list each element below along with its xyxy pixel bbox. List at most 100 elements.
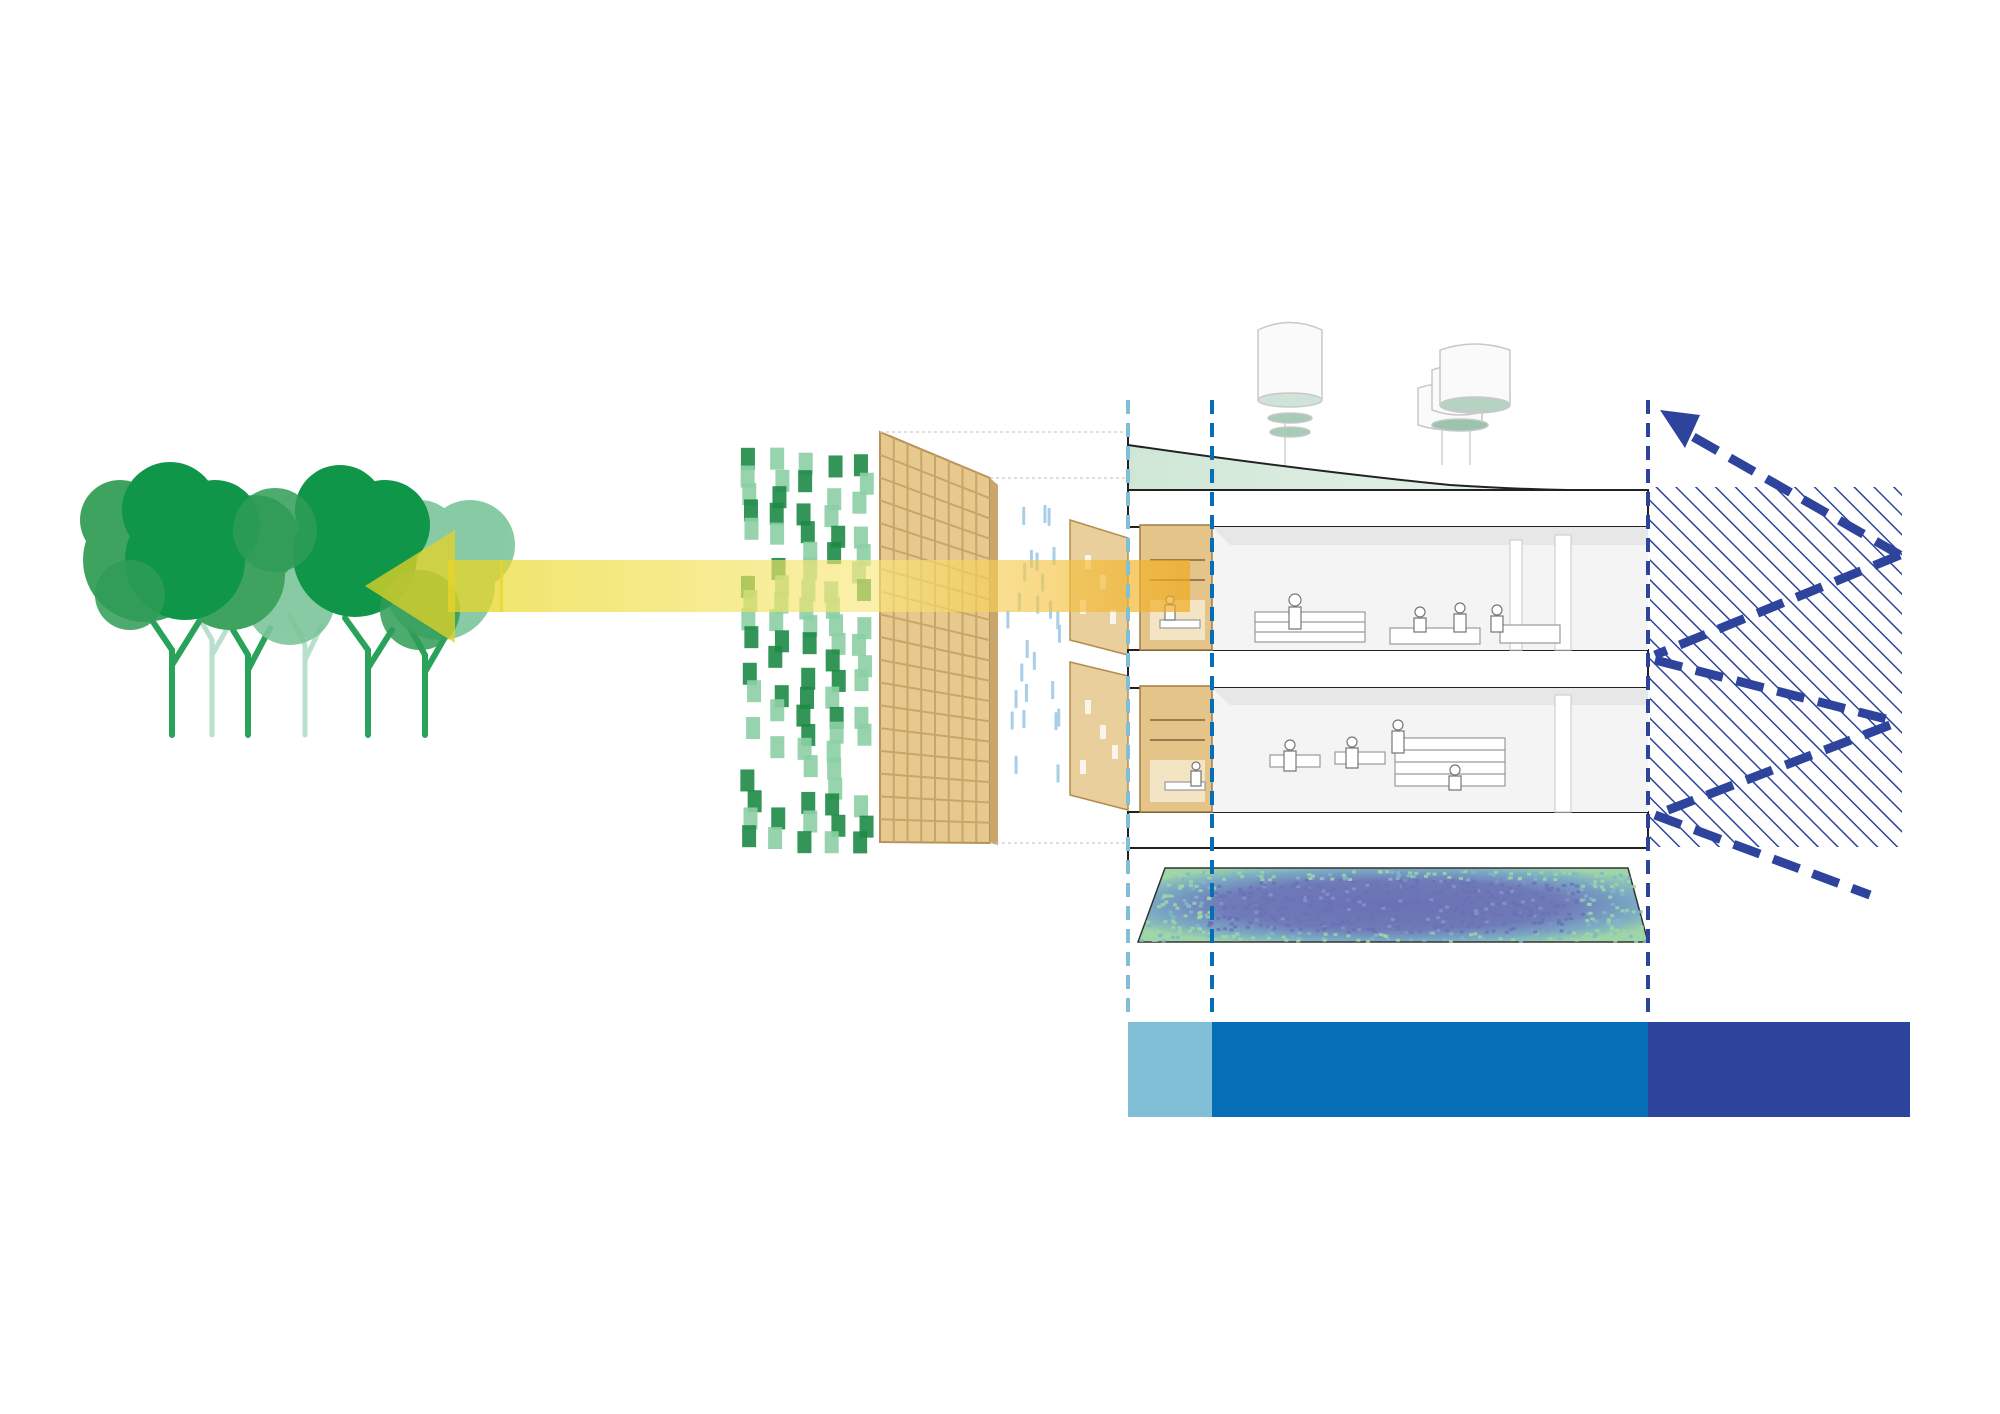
louver-blade [798, 452, 813, 475]
pendant-lamp-icon [1257, 321, 1511, 470]
louver-blade [854, 795, 869, 818]
louver-blade [824, 505, 839, 528]
zone-boundaries [1126, 400, 1650, 1020]
glazing-slit [1043, 504, 1047, 523]
louver-blade [770, 447, 785, 470]
louver-blade [800, 521, 815, 544]
louver-blade [825, 649, 840, 672]
louver-blade [742, 825, 757, 848]
floor-heatmap [1136, 867, 1649, 943]
louver-blade [744, 517, 759, 540]
louver-blade [797, 737, 812, 760]
hatched-air-zone [1650, 487, 1902, 847]
louver-blade [852, 633, 867, 656]
glazing-slit [1032, 651, 1036, 670]
louver-blade [801, 791, 816, 814]
louver-blade [827, 488, 842, 511]
glazing-slit [1029, 549, 1033, 568]
glazing-slit [1057, 708, 1061, 727]
glazing-slit [1052, 547, 1056, 566]
green-louver-panel [740, 447, 874, 854]
louver-blade [796, 503, 811, 526]
glazing-slit [1022, 506, 1026, 525]
legend-segment-service [1648, 1022, 1910, 1117]
louver-blade [825, 793, 840, 816]
louver-blade [803, 810, 818, 833]
louver-blade [801, 667, 816, 690]
louver-blade [740, 447, 755, 470]
zone-legend-bar [1128, 1022, 1910, 1117]
louver-blade [796, 704, 811, 727]
glazing-slit [1020, 663, 1024, 682]
louver-blade [800, 686, 815, 709]
louver-blade [803, 755, 818, 778]
louver-blade [829, 721, 844, 744]
roof-daylight-profile [1127, 443, 1649, 492]
louver-blade [797, 831, 812, 854]
louver-blade [747, 680, 762, 703]
louver-blade [854, 669, 869, 692]
airflow-arrow-icon [1653, 431, 1903, 900]
louver-blade [802, 632, 817, 655]
glazing-slit [1014, 690, 1018, 709]
glazing-slit [1057, 624, 1061, 643]
glazing-slit [1014, 755, 1018, 774]
louver-blade [825, 686, 840, 709]
facade-glazing-slits [1006, 504, 1061, 783]
louver-blade [744, 626, 759, 649]
louver-blade [853, 454, 868, 477]
louver-blade [854, 706, 869, 729]
louver-blade [827, 757, 842, 780]
building-section [1127, 435, 1649, 862]
louver-blade [831, 669, 846, 692]
louver-blade [831, 632, 846, 655]
louver-blade [803, 614, 818, 637]
louver-blade [857, 617, 872, 640]
glazing-slit [1025, 640, 1029, 659]
louver-blade [770, 736, 785, 759]
louver-blade [827, 542, 842, 565]
louver-blade [741, 608, 756, 631]
louver-blade [769, 502, 784, 525]
louver-blade [829, 614, 844, 637]
legend-segment-interior [1212, 1022, 1648, 1117]
tree-icon [142, 607, 451, 738]
louver-blade [769, 609, 784, 632]
louver-blade [740, 769, 755, 792]
roof-slab [1127, 489, 1649, 528]
glazing-slit [1024, 683, 1028, 702]
glazing-slit [1010, 711, 1014, 730]
louver-blade [826, 740, 841, 763]
louver-blade [740, 465, 755, 488]
glazing-slit [1051, 681, 1055, 700]
glazing-slit [1056, 764, 1060, 783]
louver-blade [852, 491, 867, 514]
louver-blade [828, 455, 843, 478]
louver-blade [742, 662, 757, 685]
glazing-slit [1056, 611, 1060, 630]
louver-blade [768, 827, 783, 850]
louver-blade [853, 831, 868, 854]
louver-blade [743, 807, 758, 830]
louver-blade [747, 790, 762, 813]
louver-blade [743, 499, 758, 522]
louver-blade [772, 486, 787, 509]
louver-blade [770, 699, 785, 722]
louver-blade [798, 470, 813, 493]
person-icon [1164, 593, 1504, 791]
louver-blade [746, 717, 761, 740]
floor-slab-2 [1127, 649, 1649, 689]
louver-blade [770, 522, 785, 545]
louver-blade [824, 831, 839, 854]
glazing-slit [1006, 610, 1010, 629]
louver-blade [859, 472, 874, 495]
louver-blade [857, 723, 872, 746]
louver-blade [853, 526, 868, 549]
legend-segment-perimeter [1128, 1022, 1212, 1117]
glazing-slit [1054, 712, 1058, 731]
daylight-arrow-icon [365, 530, 1190, 643]
glazing-slit [1022, 709, 1026, 728]
louver-blade [771, 807, 786, 830]
